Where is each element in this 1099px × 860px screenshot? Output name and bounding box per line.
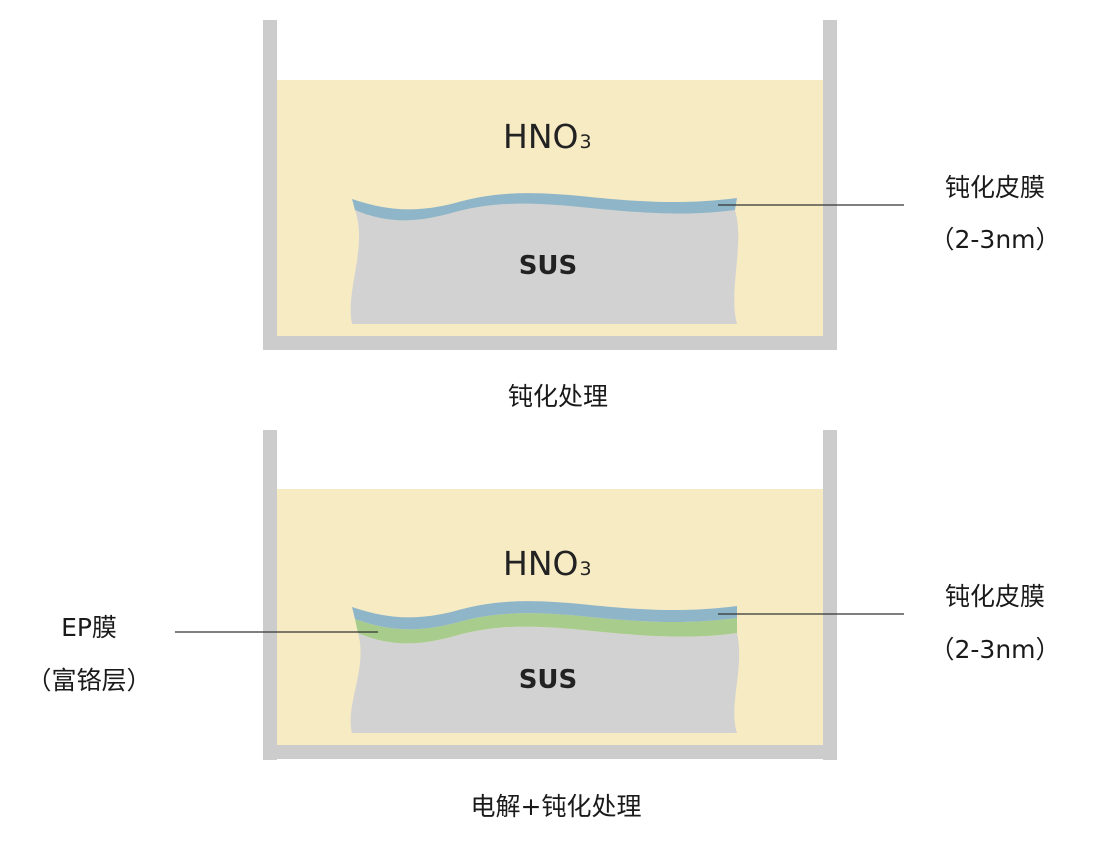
tank-bottom: [263, 336, 837, 350]
substrate-label: SUS: [519, 665, 578, 695]
sus-substrate: [350, 203, 739, 324]
tank-wall-left: [263, 20, 277, 350]
solution-formula-subscript: 3: [579, 558, 591, 580]
passive-film-label: 钝化皮膜: [945, 582, 1045, 611]
sus-substrate: [350, 626, 740, 733]
tank-bottom: [263, 745, 837, 759]
tank-wall-right: [823, 20, 837, 350]
passive-film-layer: [352, 193, 737, 221]
substrate-label: SUS: [519, 251, 578, 281]
tank-wall-left: [263, 430, 277, 760]
ep-film-layer: [355, 613, 737, 644]
panel-passivation: HNO3 SUS 钝化皮膜 （2-3nm） 钝化处理: [263, 20, 1061, 411]
solution-formula-subscript: 3: [579, 131, 591, 153]
passive-film-thickness: （2-3nm）: [929, 635, 1060, 664]
passive-film-layer: [352, 601, 737, 630]
passive-film-label: 钝化皮膜: [945, 173, 1045, 202]
ep-film-label: EP膜: [61, 613, 117, 642]
panel-caption: 钝化处理: [508, 382, 608, 411]
solution-formula: HNO3: [503, 117, 592, 156]
tank-wall-right: [823, 430, 837, 760]
panel-caption: 电解+钝化处理: [471, 792, 642, 821]
passive-film-thickness: （2-3nm）: [929, 225, 1060, 254]
solution-formula: HNO3: [503, 544, 592, 583]
solution-formula-main: HNO: [503, 544, 578, 583]
solution-formula-main: HNO: [503, 117, 578, 156]
panel-electropolish-passivation: HNO3 SUS 钝化皮膜 （2-3nm） EP膜 （富铬层） 电解+钝化处理: [26, 430, 1061, 821]
ep-film-detail: （富铬层）: [26, 666, 151, 695]
